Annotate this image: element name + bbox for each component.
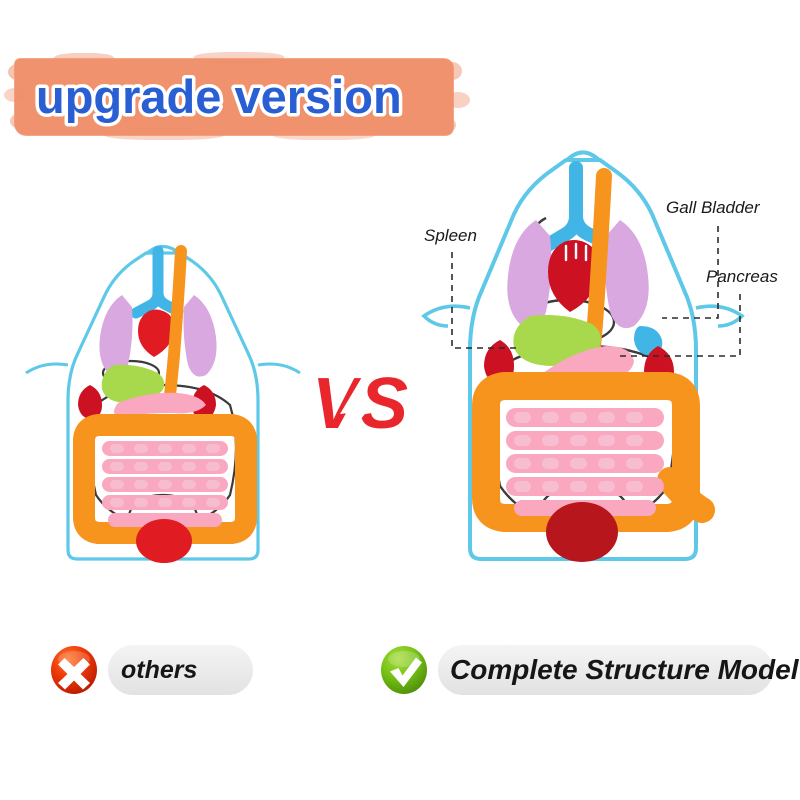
brush-fray bbox=[194, 52, 284, 64]
brush-fray bbox=[446, 92, 470, 108]
badge-pill-background bbox=[108, 645, 253, 695]
vs-label: VS bbox=[312, 364, 408, 444]
apron-waist-tie-right bbox=[257, 362, 301, 375]
organ-lung-right bbox=[183, 295, 217, 377]
callout-label-pancreas: Pancreas bbox=[706, 267, 778, 286]
badge-pill-background bbox=[438, 645, 773, 695]
product-image-others bbox=[18, 244, 308, 575]
callout-label-spleen: Spleen bbox=[424, 226, 477, 245]
organ-trachea bbox=[130, 245, 184, 319]
brush-fray bbox=[10, 114, 26, 128]
brush-fray bbox=[4, 88, 26, 102]
vs-divider: VS bbox=[306, 350, 416, 456]
cross-circle-icon bbox=[51, 646, 97, 694]
apron-waist-tie-left bbox=[421, 304, 471, 328]
organ-small-intestine-upper bbox=[114, 392, 206, 417]
brush-fray bbox=[54, 53, 114, 65]
organ-large-intestine bbox=[73, 414, 257, 544]
product-image-complete-structure-model bbox=[418, 150, 748, 575]
organ-colon-tail bbox=[657, 467, 715, 523]
apron-neck-strap bbox=[564, 150, 602, 163]
organ-esophagus bbox=[164, 245, 187, 401]
brush-fray bbox=[442, 62, 462, 80]
upgrade-version-banner: upgrade version bbox=[4, 52, 470, 140]
banner-title: upgrade version bbox=[36, 70, 402, 123]
organ-lung-left bbox=[99, 295, 133, 377]
organ-trachea bbox=[539, 161, 613, 253]
organ-small-intestine bbox=[506, 408, 664, 516]
heart-vessel-detail bbox=[564, 242, 588, 262]
organ-lung-left bbox=[507, 220, 552, 329]
leader-line-spleen bbox=[451, 252, 520, 349]
organ-bladder bbox=[136, 519, 192, 563]
badge-others: others bbox=[48, 645, 253, 695]
badge-complete-structure-model: Complete Structure Model bbox=[378, 645, 798, 695]
apron-waist-tie-right bbox=[695, 304, 745, 328]
badge-complete-label: Complete Structure Model bbox=[450, 654, 799, 685]
badge-others-label: others bbox=[121, 656, 198, 684]
organ-kidney-left bbox=[78, 385, 102, 419]
organ-bladder bbox=[546, 502, 618, 562]
check-circle-icon bbox=[381, 646, 427, 694]
brush-fray bbox=[274, 130, 374, 140]
organ-heart bbox=[138, 309, 175, 357]
leader-line-gall-bladder bbox=[662, 226, 719, 319]
brush-fray bbox=[104, 128, 224, 140]
banner-text-svg: upgrade version bbox=[33, 67, 406, 127]
banner-brush-stroke bbox=[14, 58, 454, 136]
brush-fray bbox=[8, 64, 26, 80]
leader-line-pancreas bbox=[616, 294, 741, 357]
organ-lung-right bbox=[604, 220, 649, 329]
organ-kidney-right bbox=[192, 385, 216, 419]
apron-waist-tie-left bbox=[25, 362, 69, 375]
brush-fray bbox=[438, 118, 456, 132]
callout-label-gall-bladder: Gall Bladder bbox=[666, 198, 760, 217]
organ-stomach bbox=[101, 364, 165, 403]
